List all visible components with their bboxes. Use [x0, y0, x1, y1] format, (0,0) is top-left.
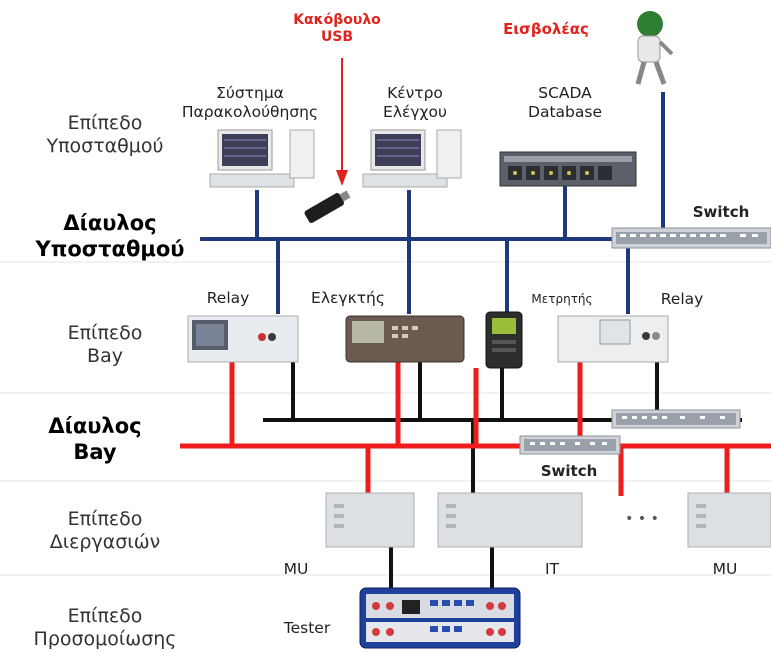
scada-label: SCADA Database — [510, 84, 620, 122]
control-center-workstation — [362, 129, 462, 188]
it-device — [437, 492, 583, 548]
switch-lower-a — [611, 409, 741, 429]
mu-right-label: MU — [712, 560, 738, 578]
controller-label: Ελεγκτής — [311, 289, 385, 307]
usb-stick-icon — [304, 190, 351, 223]
level-simulation-label: Επίπεδο Προσομοίωσης — [30, 605, 180, 651]
level-simulation-line1: Επίπεδο — [67, 605, 143, 627]
mu-right-device — [687, 492, 771, 548]
bay-bus-black — [263, 362, 742, 598]
level-process-line2: Διεργασιών — [49, 531, 161, 553]
intruder-icon — [635, 11, 674, 85]
level-substation-line1: Επίπεδο — [67, 112, 143, 134]
level-simulation-line2: Προσομοίωσης — [33, 628, 177, 650]
switch-upper — [611, 227, 771, 249]
bay-bus-red — [180, 362, 771, 496]
relay-left-device — [187, 315, 299, 363]
control-center-line2: Ελέγχου — [383, 103, 447, 121]
it-label: IT — [544, 560, 560, 578]
relay-left-label: Relay — [206, 289, 250, 307]
bus-substation-line2: Υποσταθμού — [35, 237, 185, 261]
level-process-label: Επίπεδο Διεργασιών — [30, 508, 180, 554]
malware-usb-line1: Κακόβουλο — [293, 12, 381, 28]
switch-upper-label: Switch — [692, 203, 750, 221]
malware-usb-line2: USB — [320, 29, 354, 45]
control-center-label: Κέντρο Ελέγχου — [360, 84, 470, 122]
level-process-line1: Επίπεδο — [67, 508, 143, 530]
tester-device — [359, 587, 521, 649]
bus-bay-line1: Δίαυλος — [48, 414, 142, 438]
malware-usb-label: Κακόβουλο USB — [282, 12, 392, 46]
scada-line1: SCADA — [538, 84, 592, 102]
level-substation-line2: Υποσταθμού — [46, 135, 164, 157]
tester-label: Tester — [283, 619, 331, 637]
bus-substation-line1: Δίαυλος — [63, 211, 157, 235]
level-bay-line1: Επίπεδο — [67, 322, 143, 344]
scada-server — [499, 151, 637, 187]
level-bay-line2: Bay — [87, 345, 123, 367]
intruder-label: Εισβολέας — [503, 20, 589, 38]
controller-device — [345, 315, 465, 363]
meter-label: Μετρητής — [531, 292, 593, 306]
malware-arrow — [336, 58, 348, 186]
switch-lower-label: Switch — [540, 462, 598, 480]
monitoring-workstation — [209, 129, 315, 188]
bus-bay-line2: Bay — [73, 440, 117, 464]
mu-left-label: MU — [283, 560, 309, 578]
bus-bay-label: Δίαυλος Bay — [20, 413, 170, 465]
bus-substation-label: Δίαυλος Υποσταθμού — [20, 210, 200, 262]
control-center-line1: Κέντρο — [387, 84, 443, 102]
switch-lower-b — [519, 435, 621, 455]
meter-device — [485, 311, 523, 369]
relay-right-device — [557, 315, 669, 363]
monitoring-line2: Παρακολούθησης — [181, 103, 319, 121]
level-bay-label: Επίπεδο Bay — [30, 322, 180, 368]
level-substation-label: Επίπεδο Υποσταθμού — [30, 112, 180, 158]
monitoring-label: Σύστημα Παρακολούθησης — [170, 84, 330, 122]
relay-right-label: Relay — [660, 290, 704, 308]
monitoring-line1: Σύστημα — [216, 84, 284, 102]
scada-line2: Database — [528, 103, 602, 121]
ellipsis-label: • • • — [625, 511, 659, 527]
mu-left-device — [325, 492, 415, 548]
